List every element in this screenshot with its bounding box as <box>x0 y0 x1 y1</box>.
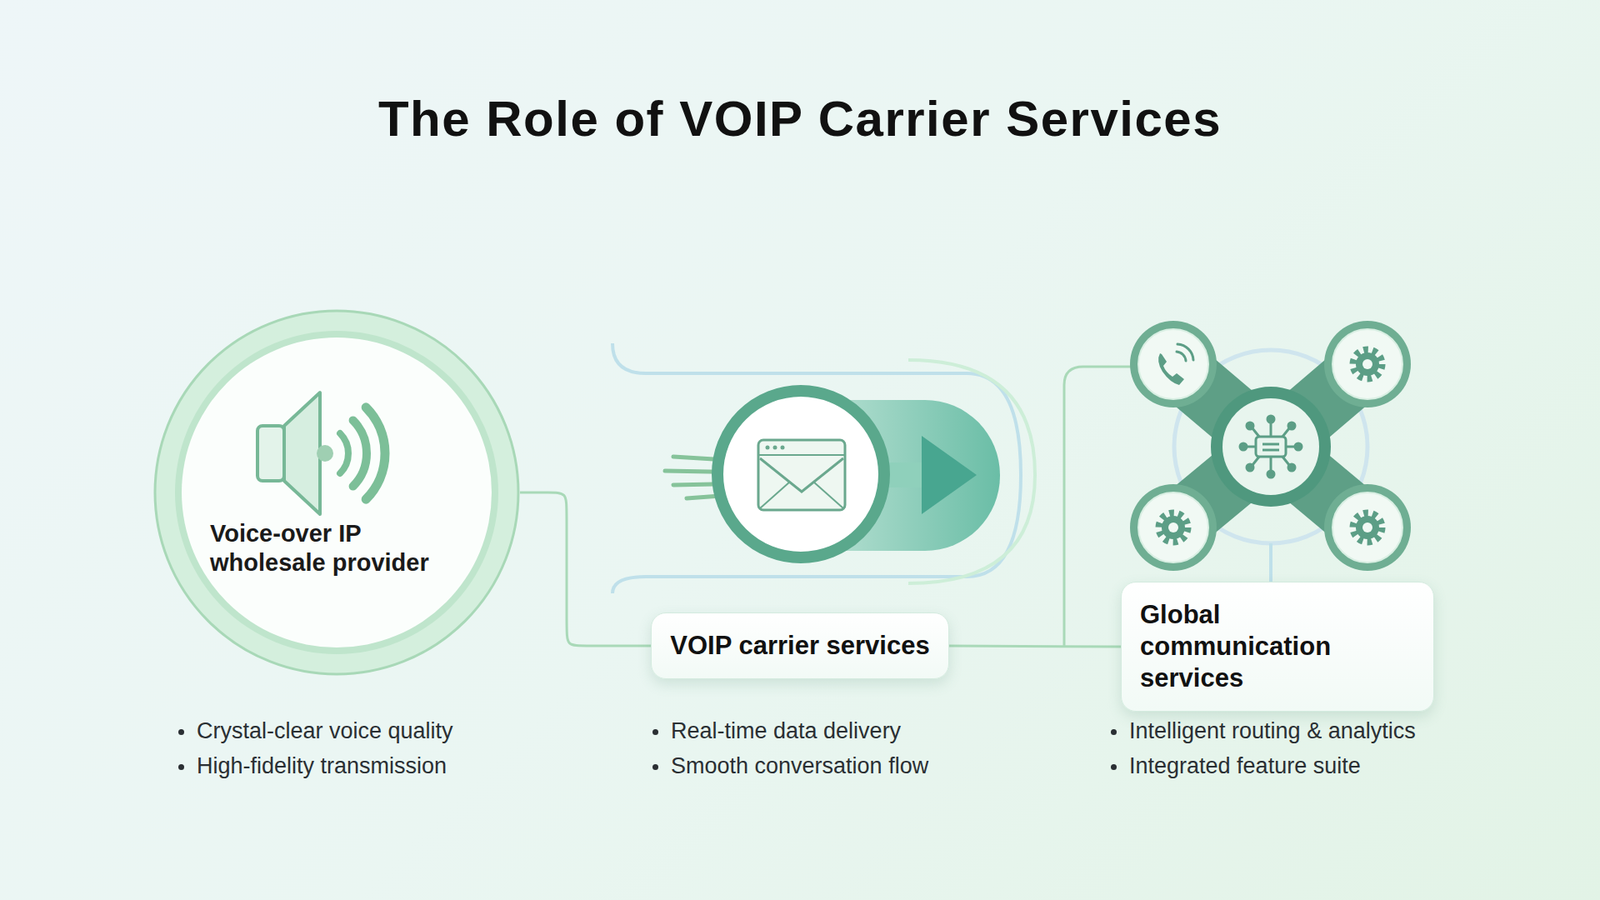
bullet-dot <box>652 729 659 735</box>
bullet-item: Crystal-clear voice quality <box>176 718 454 745</box>
bullet-item: Real-time data delivery <box>650 718 901 745</box>
node-label: VOIP carrier services <box>670 630 930 662</box>
hub-satellites <box>1130 320 1411 571</box>
speaker-icon <box>257 392 385 515</box>
bullet-dot <box>1110 729 1117 735</box>
provider-circle: Voice-over IP wholesale provider <box>153 309 520 676</box>
node-label: Voice-over IP wholesale provider <box>210 519 469 579</box>
connector-line <box>520 492 651 646</box>
arrow-head <box>921 435 977 515</box>
envelope-icon <box>758 440 845 510</box>
diagram-title: The Role of VOIP Carrier Services <box>0 90 1600 148</box>
node-label: Global communication services <box>1140 599 1415 694</box>
envelope-disc <box>717 390 885 558</box>
bullet-text: High-fidelity transmission <box>196 753 447 779</box>
bullet-item: Smooth conversation flow <box>650 753 929 780</box>
bullet-item: High-fidelity transmission <box>176 753 447 780</box>
service-box: VOIP carrier services <box>650 612 949 680</box>
bullet-text: Integrated feature suite <box>1129 753 1361 779</box>
inner-disc <box>181 337 492 648</box>
bullet-dot <box>1110 764 1117 770</box>
bullet-item: Intelligent routing & analytics <box>1109 718 1416 745</box>
ring-shade <box>175 330 499 655</box>
bullet-text: Smooth conversation flow <box>670 753 929 779</box>
bullet-text: Intelligent routing & analytics <box>1129 718 1416 744</box>
bullet-dot <box>652 764 659 770</box>
service-box: Global communication services <box>1120 581 1435 711</box>
bullet-text: Real-time data delivery <box>670 718 901 744</box>
bullet-dot <box>178 729 185 735</box>
phone-icon <box>1158 344 1194 385</box>
bullet-item: Integrated feature suite <box>1109 753 1361 780</box>
network-icon <box>1240 415 1302 478</box>
gear-icon <box>1159 350 1382 542</box>
outer-ring <box>155 310 519 675</box>
flow-loop <box>612 343 1021 594</box>
bullet-dot <box>178 764 185 770</box>
bullet-text: Crystal-clear voice quality <box>196 718 454 744</box>
circle-outline <box>153 309 520 676</box>
connector-line <box>949 645 1121 647</box>
